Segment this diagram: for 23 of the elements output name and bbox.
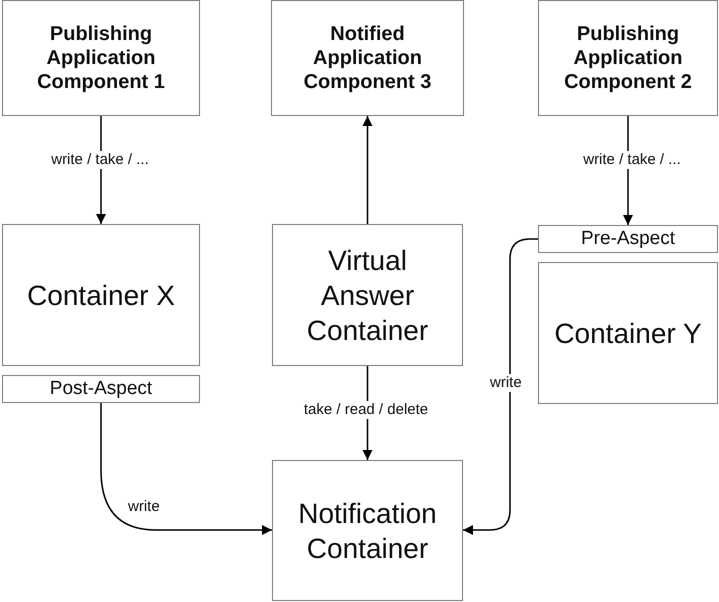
component-title: Publishing Application Component 1 — [36, 22, 166, 94]
edge-label: write — [488, 374, 524, 392]
container-box — [538, 262, 718, 404]
component-box — [271, 0, 464, 116]
container-box — [272, 224, 463, 366]
container-box — [272, 460, 463, 601]
component-title: Notified Application Component 3 — [302, 22, 432, 94]
container-box — [2, 224, 200, 366]
arrow — [100, 403, 272, 535]
edge-label: take / read / delete — [302, 401, 430, 419]
box-label: Notification Container — [297, 496, 438, 566]
arrow — [463, 238, 538, 535]
box-label: Virtual Answer Container — [306, 244, 430, 348]
box-label: Container Y — [553, 316, 703, 350]
aspect-box — [2, 375, 200, 403]
arrow — [362, 116, 372, 224]
box-label: Post-Aspect — [48, 377, 154, 401]
aspect-box — [538, 225, 718, 253]
component-title: Publishing Application Component 2 — [563, 22, 693, 94]
box-label: Pre-Aspect — [580, 227, 676, 251]
component-box — [538, 0, 718, 116]
box-label: Container X — [26, 278, 176, 312]
component-box — [2, 0, 200, 116]
